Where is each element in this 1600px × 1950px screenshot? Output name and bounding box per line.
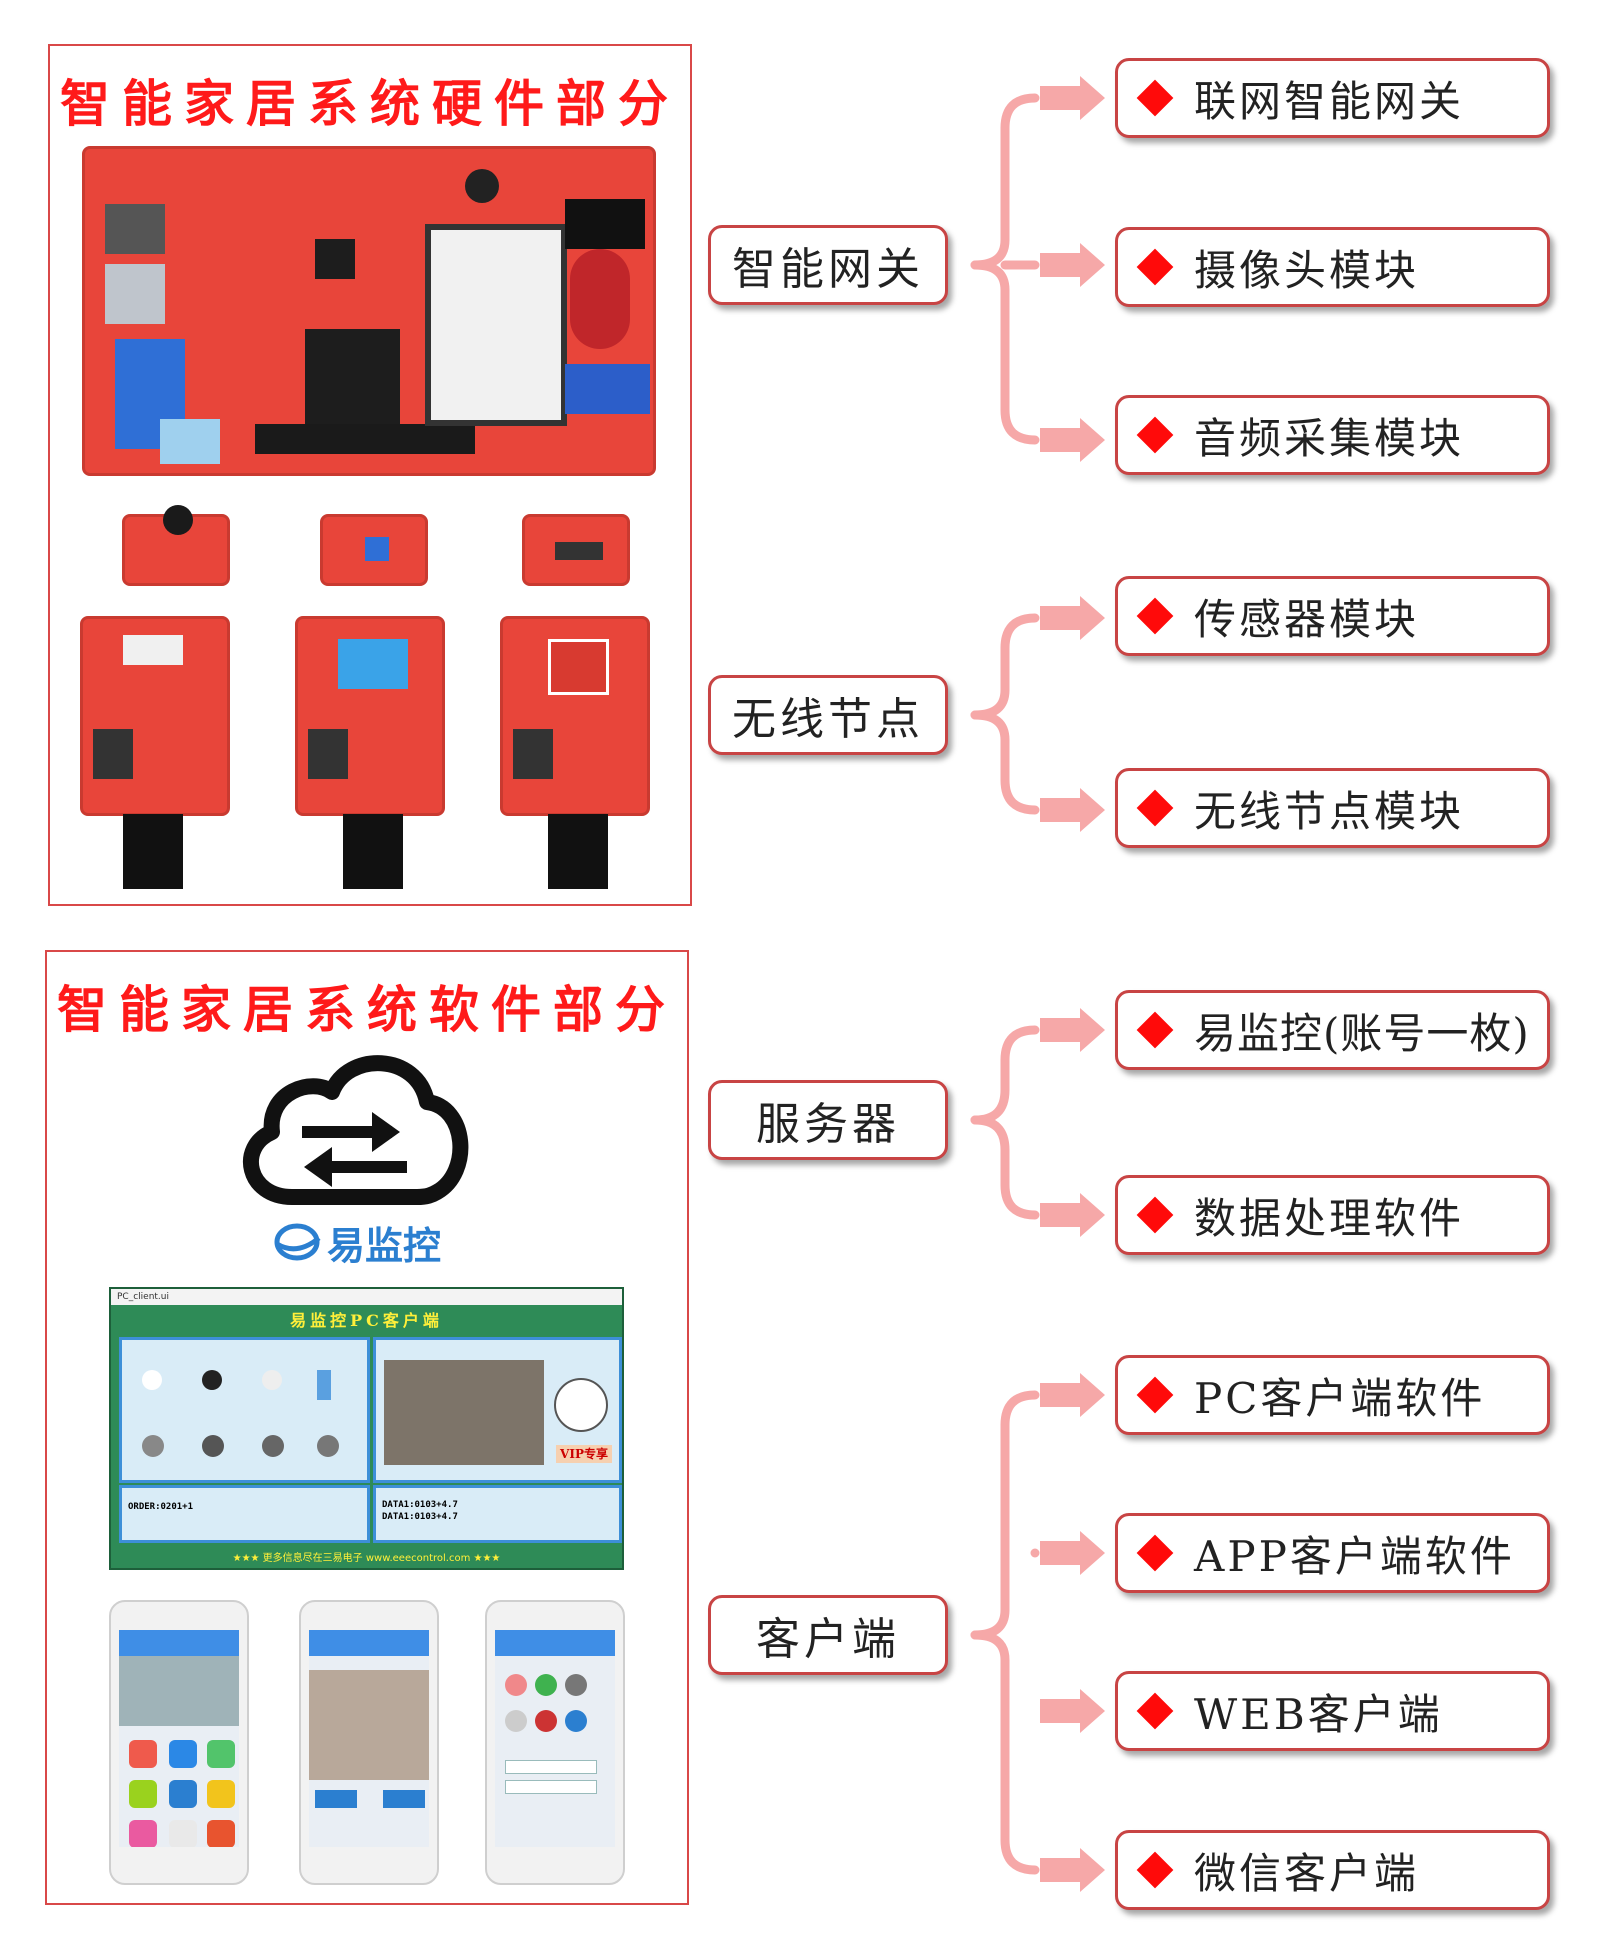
pc-bottom-right: DATA1:0103+4.7 DATA1:0103+4.7 <box>373 1485 622 1543</box>
category-client: 客户端 <box>708 1595 948 1675</box>
software-title: 智能家居系统软件部分 <box>57 981 677 1039</box>
item-label: 音频采集模块 <box>1194 413 1465 463</box>
diamond-bullet-icon <box>1136 416 1174 454</box>
item-audio-module: 音频采集模块 <box>1115 395 1550 475</box>
data-line-1: DATA1:0103+4.7 <box>382 1500 458 1510</box>
diamond-bullet-icon <box>1136 597 1174 635</box>
diamond-bullet-icon <box>1136 1534 1174 1572</box>
sensor-board-photo-3 <box>522 514 630 586</box>
item-app-client: APP客户端软件 <box>1115 1513 1550 1593</box>
diamond-bullet-icon <box>1136 1011 1174 1049</box>
item-label: 微信客户端 <box>1194 1848 1420 1898</box>
item-label: 摄像头模块 <box>1194 245 1420 295</box>
pc-bottom-left: ORDER:0201+1 <box>119 1485 370 1543</box>
item-label: WEB客户端 <box>1194 1689 1443 1739</box>
phone-screenshot-2 <box>299 1600 439 1885</box>
hardware-panel: 智能家居系统硬件部分 <box>48 44 692 906</box>
diamond-bullet-icon <box>1136 1196 1174 1234</box>
item-pc-client: PC客户端软件 <box>1115 1355 1550 1435</box>
wireless-node-photo-1 <box>80 616 230 889</box>
hardware-title: 智能家居系统硬件部分 <box>60 75 680 133</box>
item-label: PC客户端软件 <box>1194 1373 1486 1423</box>
item-camera-module: 摄像头模块 <box>1115 227 1550 307</box>
cloud-sync-icon <box>242 1055 469 1205</box>
diamond-bullet-icon <box>1136 79 1174 117</box>
diamond-bullet-icon <box>1136 1692 1174 1730</box>
order-text: ORDER:0201+1 <box>128 1502 194 1512</box>
category-server: 服务器 <box>708 1080 948 1160</box>
item-label: 易监控(账号一枚) <box>1194 1008 1530 1058</box>
logo: 易监控 <box>242 1217 472 1268</box>
item-wechat-client: 微信客户端 <box>1115 1830 1550 1910</box>
camera-view <box>384 1360 544 1465</box>
sensor-board-photo-1 <box>122 505 230 586</box>
diamond-bullet-icon <box>1136 1851 1174 1889</box>
pc-right-pane: VIP专享 <box>373 1337 622 1483</box>
diamond-bullet-icon <box>1136 789 1174 827</box>
item-wireless-node-module: 无线节点模块 <box>1115 768 1550 848</box>
category-smart-gateway: 智能网关 <box>708 225 948 305</box>
item-yijiankong-account: 易监控(账号一枚) <box>1115 990 1550 1070</box>
item-label: APP客户端软件 <box>1194 1531 1515 1581</box>
pc-window-footer: ★★★ 更多信息尽在三易电子 www.eeecontrol.com ★★★ <box>232 1553 501 1564</box>
pc-window-title: PC_client.ui <box>117 1292 169 1302</box>
globe-icon <box>274 1223 321 1261</box>
pc-client-window: PC_client.ui 易监控PC客户端 VIP专享 ORDER:0201+1… <box>109 1287 624 1570</box>
gateway-board-photo <box>82 146 656 476</box>
diamond-bullet-icon <box>1136 1376 1174 1414</box>
item-web-client: WEB客户端 <box>1115 1671 1550 1751</box>
wireless-node-photo-2 <box>295 616 445 889</box>
item-data-processing-software: 数据处理软件 <box>1115 1175 1550 1255</box>
item-sensor-module: 传感器模块 <box>1115 576 1550 656</box>
software-panel: 智能家居系统软件部分 易监控 PC_client.ui 易监控PC客户端 <box>45 950 689 1905</box>
item-label: 传感器模块 <box>1194 594 1420 644</box>
phone-screenshot-1 <box>109 1600 249 1885</box>
vip-badge: VIP专享 <box>556 1445 612 1463</box>
item-networked-gateway: 联网智能网关 <box>1115 58 1550 138</box>
item-label: 数据处理软件 <box>1194 1193 1465 1243</box>
item-label: 联网智能网关 <box>1194 76 1465 126</box>
fps-gauge <box>554 1378 608 1432</box>
pc-left-pane <box>119 1337 370 1483</box>
category-wireless-node: 无线节点 <box>708 675 948 755</box>
diamond-bullet-icon <box>1136 248 1174 286</box>
data-line-2: DATA1:0103+4.7 <box>382 1512 458 1522</box>
pc-window-titlebar: PC_client.ui <box>111 1289 622 1305</box>
pc-window-header: 易监控PC客户端 <box>290 1311 443 1330</box>
phone-screenshot-3 <box>485 1600 625 1885</box>
item-label: 无线节点模块 <box>1194 786 1465 836</box>
wireless-node-photo-3 <box>500 616 650 889</box>
sensor-board-photo-2 <box>320 514 428 586</box>
logo-text: 易监控 <box>326 1223 441 1268</box>
